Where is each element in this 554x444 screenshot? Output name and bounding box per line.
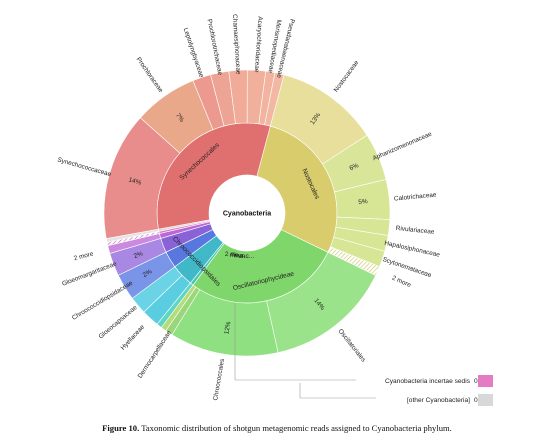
legend-swatch-incertae bbox=[478, 375, 493, 387]
family-label-nostocaceae: Nostocaceae bbox=[333, 59, 361, 94]
family-pseudanabaenaceae bbox=[264, 72, 285, 127]
family-label-rivulariaceae: Rivulariaceae bbox=[395, 225, 435, 236]
family-label-oscillatoriales: Oscillatoriales bbox=[337, 328, 367, 364]
family-label-aphanizomenonaceae: Aphanizomenonaceae bbox=[372, 130, 434, 162]
family-pct-aphanizomenonaceae: 6% bbox=[348, 162, 360, 172]
inner-ring-label: 2 m... bbox=[225, 251, 242, 258]
inner-ring-label: me... bbox=[230, 252, 245, 259]
family-label-acaryochloridaceae: Acaryochloridaceae bbox=[253, 16, 264, 73]
family-pct-gloeomargaritaceae: 2% bbox=[133, 250, 144, 260]
family-label-2-more: 2 more bbox=[73, 250, 94, 262]
family-label-2-more: 2 more bbox=[391, 275, 412, 290]
family-pct-chroococcidiopsidaceae: 2% bbox=[142, 268, 154, 279]
family-label-prochlorotrichaceae: Prochlorotrichaceae bbox=[206, 19, 224, 77]
inner-ring-label: ma... bbox=[234, 253, 249, 260]
family-label-prochloraceae: Prochloraceae bbox=[135, 56, 165, 94]
family-label-hapalosiphonaceae: Hapalosiphonaceae bbox=[384, 240, 441, 259]
family-label-gloeomargaritaceae: Gloeomargaritaceae bbox=[61, 260, 118, 288]
family-label-chroococcales: Chroococcales bbox=[212, 358, 226, 401]
family-label-hyellaceae: Hyellaceae bbox=[120, 323, 147, 351]
center-disc bbox=[209, 175, 285, 251]
family-pct-calotrichaceae: 5% bbox=[358, 198, 368, 206]
family-label-calotrichaceae: Calotrichaceae bbox=[394, 192, 438, 203]
family-label-dermocarpellaceae: Dermocarpellaceae bbox=[137, 329, 173, 380]
family-label-chamaesiphonaceae: Chamaesiphonaceae bbox=[231, 14, 242, 75]
figure-caption: Figure 10. Taxonomic distribution of sho… bbox=[0, 423, 554, 433]
legend-label-incertae: Cyanobacteria incertae sedis bbox=[385, 378, 471, 385]
legend-swatch-other bbox=[478, 394, 493, 406]
caption-figure-label: Figure 10. bbox=[102, 423, 140, 433]
family-label-scytonemataceae: Scytonemataceae bbox=[382, 256, 433, 279]
family-pct-synechococcaceae: 14% bbox=[128, 177, 143, 187]
family-pct-chroococcales: 12% bbox=[223, 321, 232, 335]
family-label-synechococcaceae: Synechococcaceae bbox=[57, 157, 113, 179]
legend: Cyanobacteria incertae sedis 0.4% [other… bbox=[234, 303, 493, 406]
sunburst-chart: Nostocales13%Nostocaceae6%Aphanizomenona… bbox=[57, 14, 493, 406]
center-label: Cyanobacteria bbox=[223, 211, 271, 218]
family-label-leptolyngbyaceae: Leptolyngbyaceae bbox=[182, 27, 205, 79]
ring-layer bbox=[103, 69, 391, 357]
legend-label-other: [other Cyanobacteria] bbox=[407, 397, 470, 404]
caption-text: Taxonomic distribution of shotgun metage… bbox=[139, 423, 452, 433]
center-layer: Cyanobacteria bbox=[209, 175, 285, 251]
inner-ring-label: unc... bbox=[238, 253, 254, 260]
family-pct-prochloraceae: 7% bbox=[174, 112, 185, 124]
